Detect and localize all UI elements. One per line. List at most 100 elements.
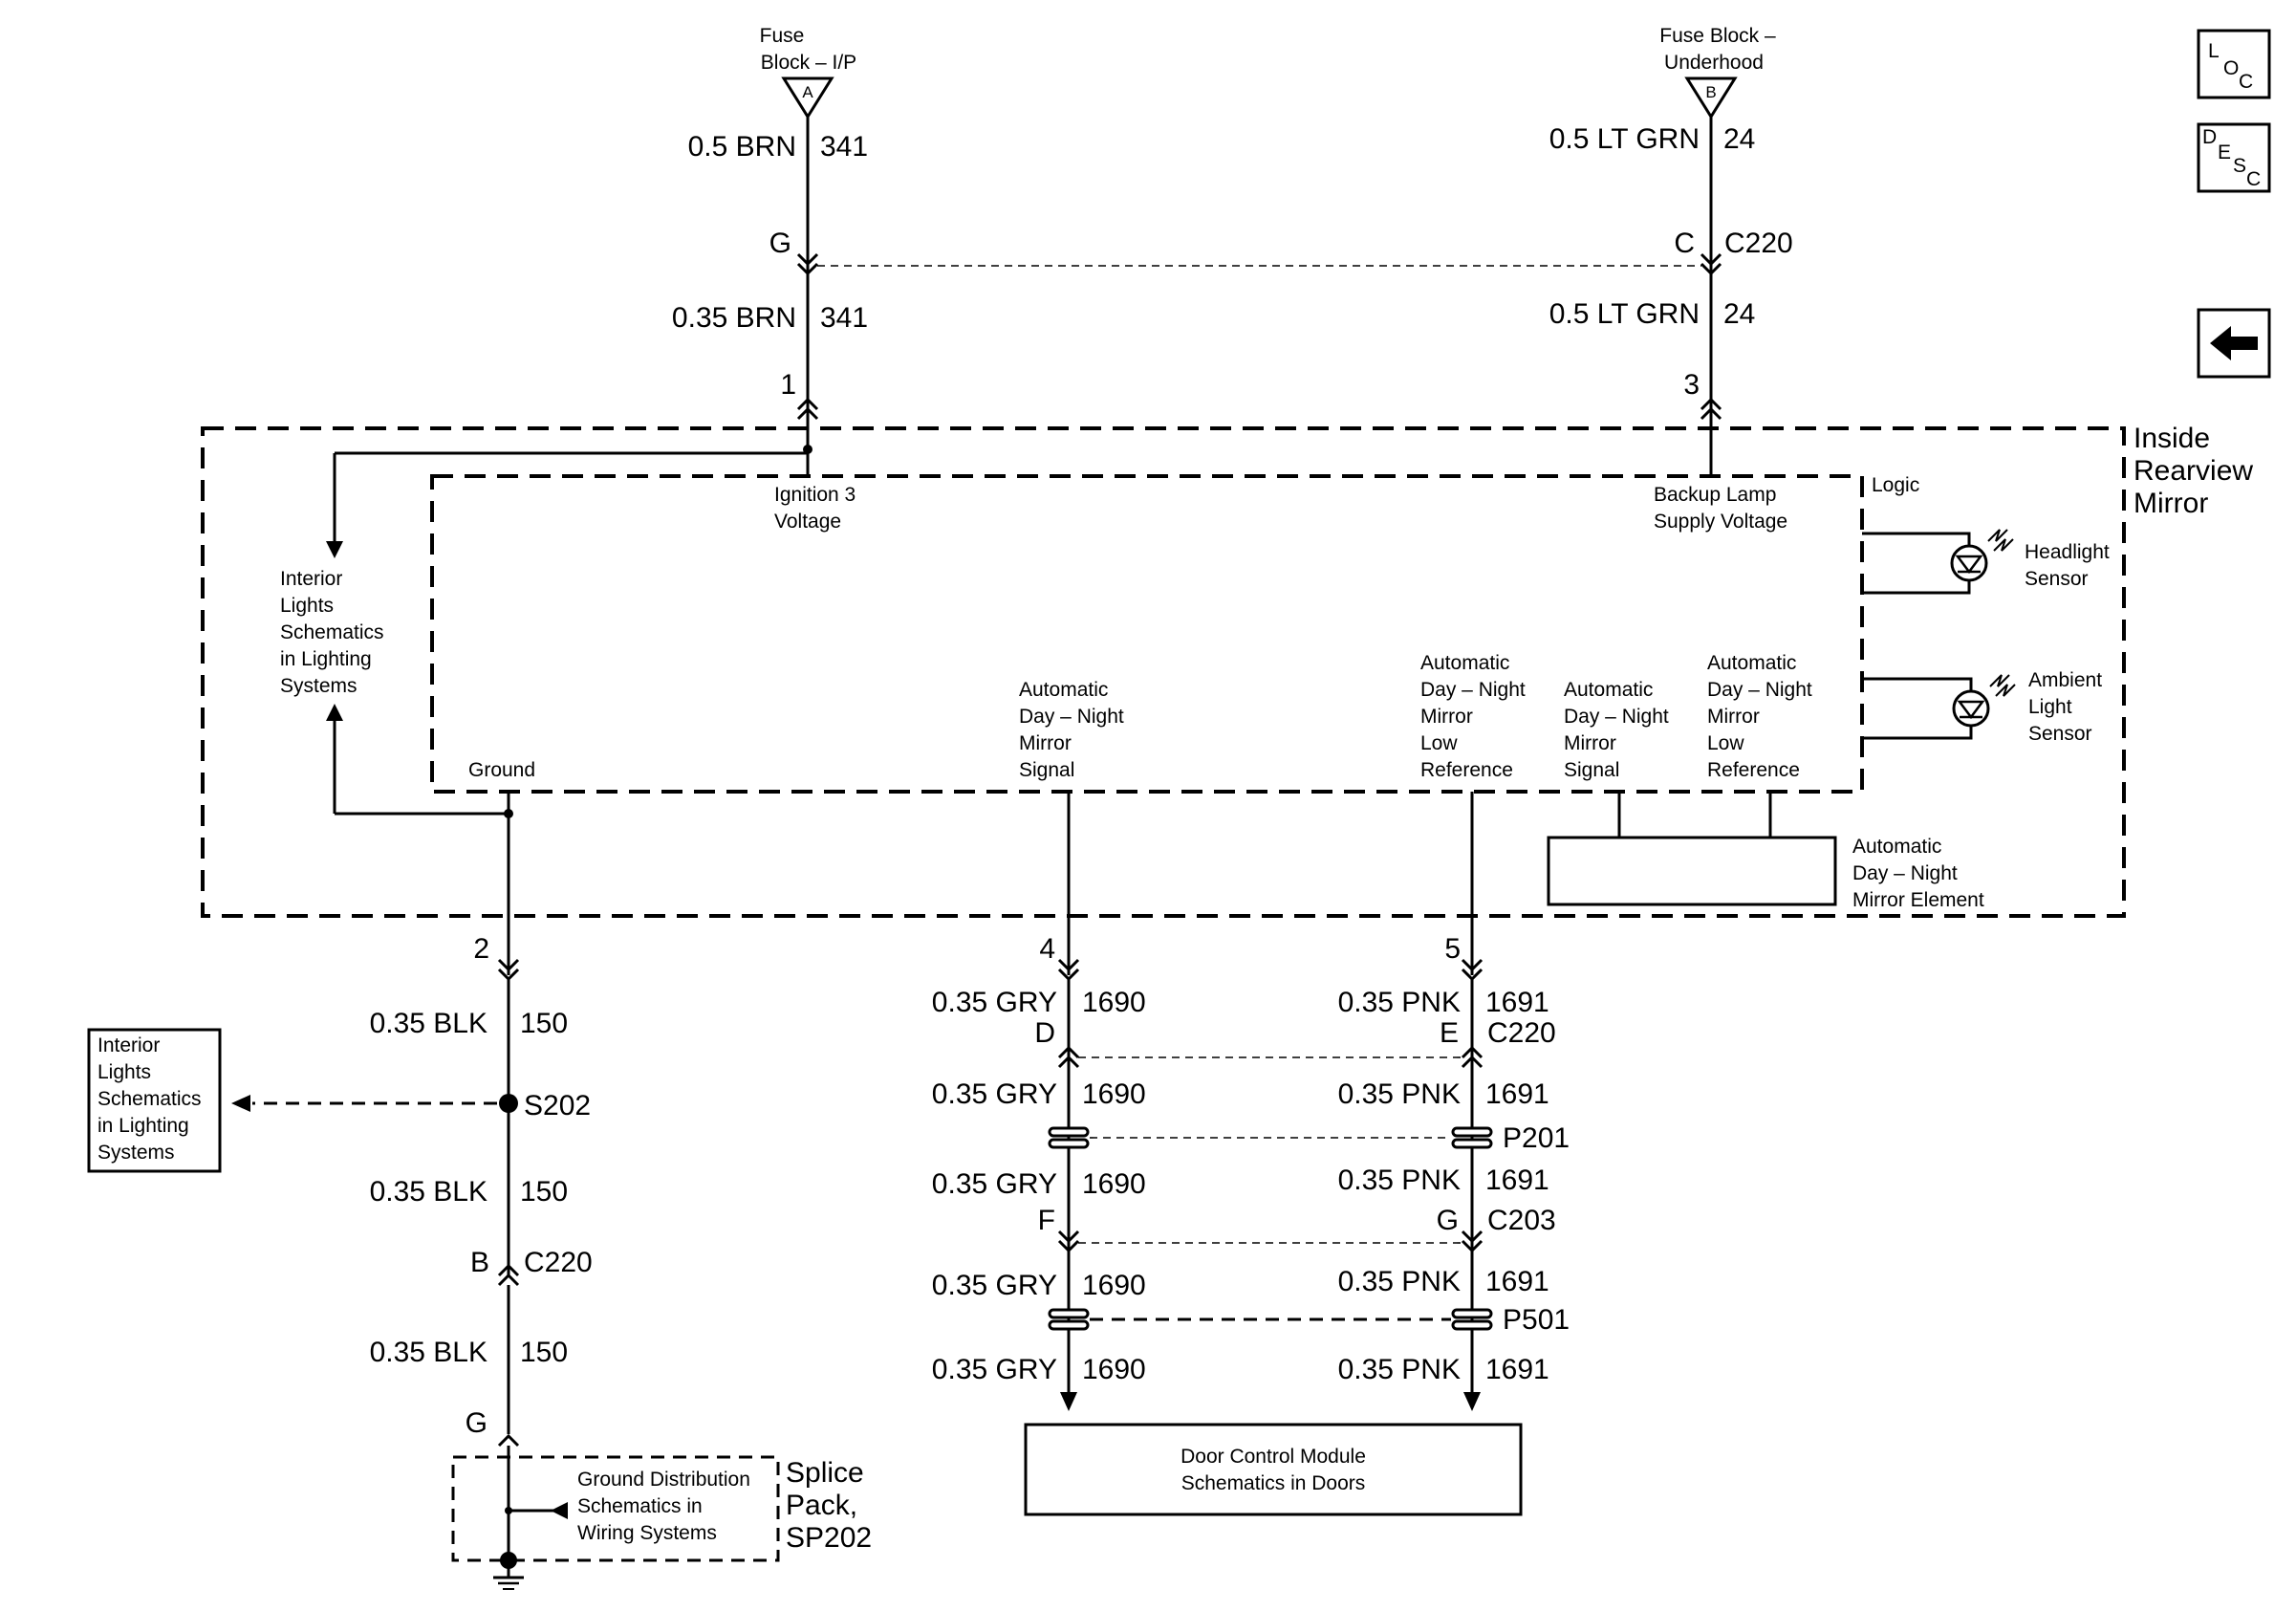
interior-lights-inner-text: Interior Lights Schematics in Lighting S… bbox=[280, 568, 384, 697]
desc-button[interactable]: D E S C bbox=[2197, 122, 2271, 193]
wire-circuit-label: 150 bbox=[520, 1176, 568, 1208]
fuse-triangle-icon bbox=[781, 76, 834, 120]
svg-text:Lights: Lights bbox=[97, 1061, 151, 1083]
svg-text:Signal: Signal bbox=[1564, 759, 1619, 781]
svg-text:SP202: SP202 bbox=[786, 1522, 872, 1554]
connector-name: C220 bbox=[1487, 1017, 1556, 1049]
pin-number: 3 bbox=[1683, 369, 1700, 401]
svg-text:Automatic: Automatic bbox=[1564, 679, 1653, 701]
splice-name: S202 bbox=[524, 1090, 591, 1121]
desc-letter-e: E bbox=[2218, 142, 2231, 163]
svg-text:A: A bbox=[802, 83, 813, 101]
wire-circuit-label: 1690 bbox=[1082, 1168, 1146, 1200]
splice-pack-label: Splice Pack, SP202 bbox=[786, 1457, 872, 1554]
wire-gauge-label: 0.35 PNK bbox=[1338, 1078, 1461, 1110]
inside-rearview-mirror-box bbox=[201, 426, 2126, 918]
svg-text:Ground Distribution: Ground Distribution bbox=[577, 1469, 750, 1491]
wire-gauge-label: 0.5 BRN bbox=[688, 131, 796, 163]
connector-chevron-icon bbox=[1461, 1230, 1484, 1253]
loc-letter-l: L bbox=[2208, 40, 2220, 62]
svg-text:Day – Night: Day – Night bbox=[1420, 679, 1526, 701]
wire-circuit-label: 150 bbox=[520, 1008, 568, 1039]
photodiode-icon bbox=[1950, 544, 1988, 582]
connector-chevron-icon bbox=[1057, 1045, 1080, 1069]
ignition-label: Voltage bbox=[774, 511, 841, 533]
mirror-element-label: Automatic Day – Night Mirror Element bbox=[1852, 836, 1984, 911]
wire-gauge-label: 0.35 PNK bbox=[1338, 1354, 1461, 1385]
splice-dot bbox=[505, 1507, 512, 1514]
connector-chevron-icon bbox=[1700, 397, 1722, 421]
connector-chevron-icon bbox=[1461, 1045, 1484, 1069]
svg-text:Mirror: Mirror bbox=[1420, 706, 1473, 728]
connector-chevron-icon bbox=[497, 1433, 520, 1448]
svg-text:Underhood: Underhood bbox=[1664, 52, 1764, 74]
svg-text:Automatic: Automatic bbox=[1420, 652, 1509, 674]
connector-name: C220 bbox=[1724, 228, 1793, 259]
svg-text:Fuse: Fuse bbox=[760, 25, 805, 47]
wire-circuit-label: 1691 bbox=[1485, 1266, 1549, 1297]
svg-text:Block – I/P: Block – I/P bbox=[761, 52, 856, 74]
wire-circuit-label: 1690 bbox=[1082, 1078, 1146, 1110]
logic-box bbox=[430, 474, 1864, 794]
pin-number: 1 bbox=[780, 369, 796, 401]
signal-right-label: Automatic Day – Night Mirror Signal bbox=[1564, 679, 1669, 781]
wire-circuit-label: 1691 bbox=[1485, 1165, 1549, 1196]
logic-label: Logic bbox=[1872, 474, 1919, 496]
fuse-block-ip: Fuse Block – I/P A bbox=[760, 25, 856, 120]
wire-circuit-label: 1690 bbox=[1082, 1354, 1146, 1385]
svg-text:Mirror: Mirror bbox=[1564, 732, 1616, 754]
loc-letter-o: O bbox=[2223, 57, 2239, 79]
svg-text:in Lighting: in Lighting bbox=[280, 648, 372, 670]
wire-gauge-label: 0.35 PNK bbox=[1338, 1266, 1461, 1297]
svg-text:Schematics in: Schematics in bbox=[577, 1495, 703, 1517]
splice-s202-icon bbox=[499, 1094, 518, 1113]
svg-text:Sensor: Sensor bbox=[2025, 568, 2089, 590]
connector-name: C203 bbox=[1487, 1205, 1556, 1236]
fuse-block-underhood: Fuse Block – Underhood B bbox=[1659, 25, 1776, 120]
lowref-left-label: Automatic Day – Night Mirror Low Referen… bbox=[1420, 652, 1526, 781]
wire-gauge-label: 0.35 GRY bbox=[932, 1078, 1057, 1110]
lowref-right-label: Automatic Day – Night Mirror Low Referen… bbox=[1707, 652, 1812, 781]
wire-gauge-label: 0.35 PNK bbox=[1338, 1165, 1461, 1196]
svg-text:Mirror: Mirror bbox=[2134, 488, 2208, 519]
wire-circuit-label: 1690 bbox=[1082, 1270, 1146, 1301]
connector-name: P201 bbox=[1503, 1122, 1570, 1154]
svg-text:Day – Night: Day – Night bbox=[1707, 679, 1812, 701]
wire-circuit-label: 1691 bbox=[1485, 987, 1549, 1018]
pin-number: 2 bbox=[473, 933, 489, 965]
loc-button[interactable]: L O C bbox=[2197, 29, 2271, 99]
headlight-sensor: Headlight Sensor bbox=[1862, 529, 2110, 595]
interior-lights-box[interactable] bbox=[87, 1028, 222, 1173]
pin-number: 4 bbox=[1039, 933, 1055, 965]
desc-letter-c: C bbox=[2246, 168, 2261, 190]
connector-pin-label: F bbox=[1038, 1205, 1055, 1236]
connector-name: P501 bbox=[1503, 1304, 1570, 1336]
connector-name: C220 bbox=[524, 1247, 593, 1278]
ground-distribution-label: Ground Distribution Schematics in Wiring… bbox=[577, 1469, 750, 1544]
svg-text:Inside: Inside bbox=[2134, 423, 2210, 454]
wire-gauge-label: 0.35 BLK bbox=[370, 1008, 487, 1039]
wire-gauge-label: 0.35 BRN bbox=[672, 302, 796, 334]
connector-chevron-icon bbox=[497, 1263, 520, 1287]
svg-text:Mirror Element: Mirror Element bbox=[1852, 889, 1984, 911]
svg-text:Day – Night: Day – Night bbox=[1852, 862, 1958, 884]
svg-text:Day – Night: Day – Night bbox=[1564, 706, 1669, 728]
fuse-triangle-icon bbox=[1684, 76, 1738, 120]
pass-through-p201 bbox=[1048, 1126, 1493, 1149]
back-button[interactable] bbox=[2197, 308, 2271, 379]
pin-number: 5 bbox=[1444, 933, 1461, 965]
wire-gauge-label: 0.35 BLK bbox=[370, 1176, 487, 1208]
svg-text:Mirror: Mirror bbox=[1019, 732, 1072, 754]
svg-text:Rearview: Rearview bbox=[2134, 455, 2253, 487]
wire-gauge-label: 0.35 GRY bbox=[932, 987, 1057, 1018]
ignition-label: Ignition 3 bbox=[774, 484, 856, 506]
arrow-down-icon bbox=[326, 541, 343, 558]
arrow-left-icon bbox=[231, 1095, 250, 1112]
svg-text:Lights: Lights bbox=[280, 595, 334, 617]
desc-letter-d: D bbox=[2202, 126, 2217, 148]
photodiode-icon bbox=[1952, 689, 1990, 728]
left-arrow-icon bbox=[2210, 326, 2258, 360]
svg-text:Reference: Reference bbox=[1707, 759, 1800, 781]
door-control-module-box[interactable] bbox=[1024, 1423, 1523, 1516]
